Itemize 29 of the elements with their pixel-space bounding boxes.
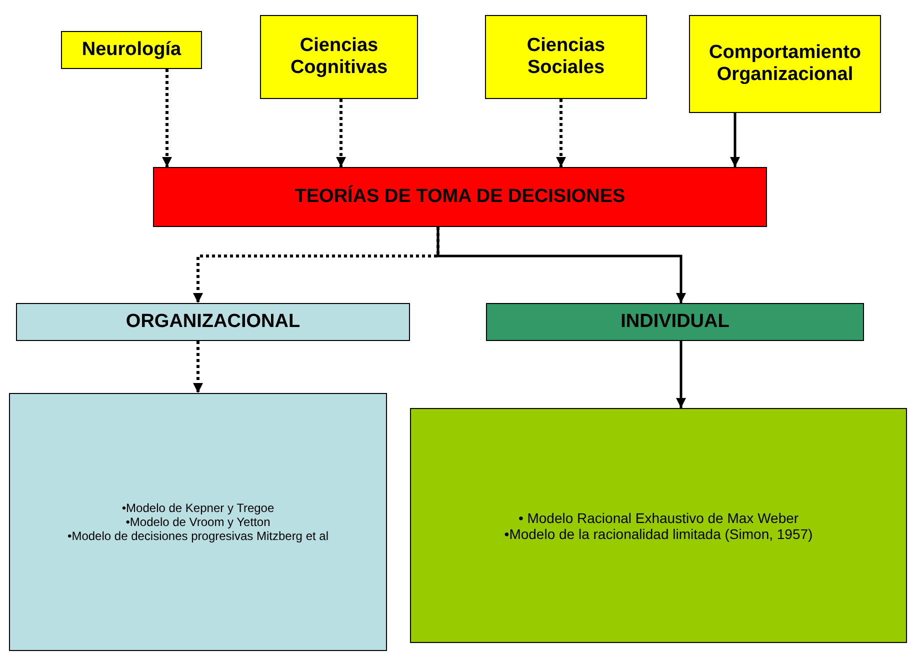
node-label: INDIVIDUAL <box>620 311 730 333</box>
content-box <box>9 393 387 651</box>
node-label: Ciencias Sociales <box>526 35 606 79</box>
node-label: Comportamiento Organizacional <box>708 42 862 86</box>
topic-box <box>260 15 418 99</box>
topic-box <box>689 15 881 113</box>
node-label: TEORÍAS DE TOMA DE DECISIONES <box>294 186 626 208</box>
arrow <box>556 99 566 167</box>
topic-box <box>61 31 202 69</box>
arrow <box>193 341 203 393</box>
arrow <box>730 113 740 167</box>
arrow <box>193 227 440 303</box>
node-label: Ciencias Cognitivas <box>289 35 389 79</box>
arrow <box>162 69 172 167</box>
title-box <box>153 167 767 227</box>
arrow <box>336 99 346 167</box>
category-box <box>486 303 864 341</box>
arrow <box>436 227 686 303</box>
category-box <box>16 303 410 341</box>
list-item: •Modelo de Vroom y Yetton <box>126 515 270 529</box>
arrow <box>676 341 686 408</box>
list-item: •Modelo de Kepner y Tregoe <box>122 501 274 515</box>
content-box <box>410 408 907 643</box>
topic-box <box>485 15 647 99</box>
list-item: •Modelo de la racionalidad limitada (Simon, 1957) <box>504 526 813 542</box>
list-item: •Modelo de decisiones progresivas Mitzberg et al <box>68 529 328 543</box>
node-label: Neurología <box>82 39 182 61</box>
node-label: ORGANIZACIONAL <box>126 311 300 333</box>
list-item: • Modelo Racional Exhaustivo de Max Weber <box>518 510 799 526</box>
